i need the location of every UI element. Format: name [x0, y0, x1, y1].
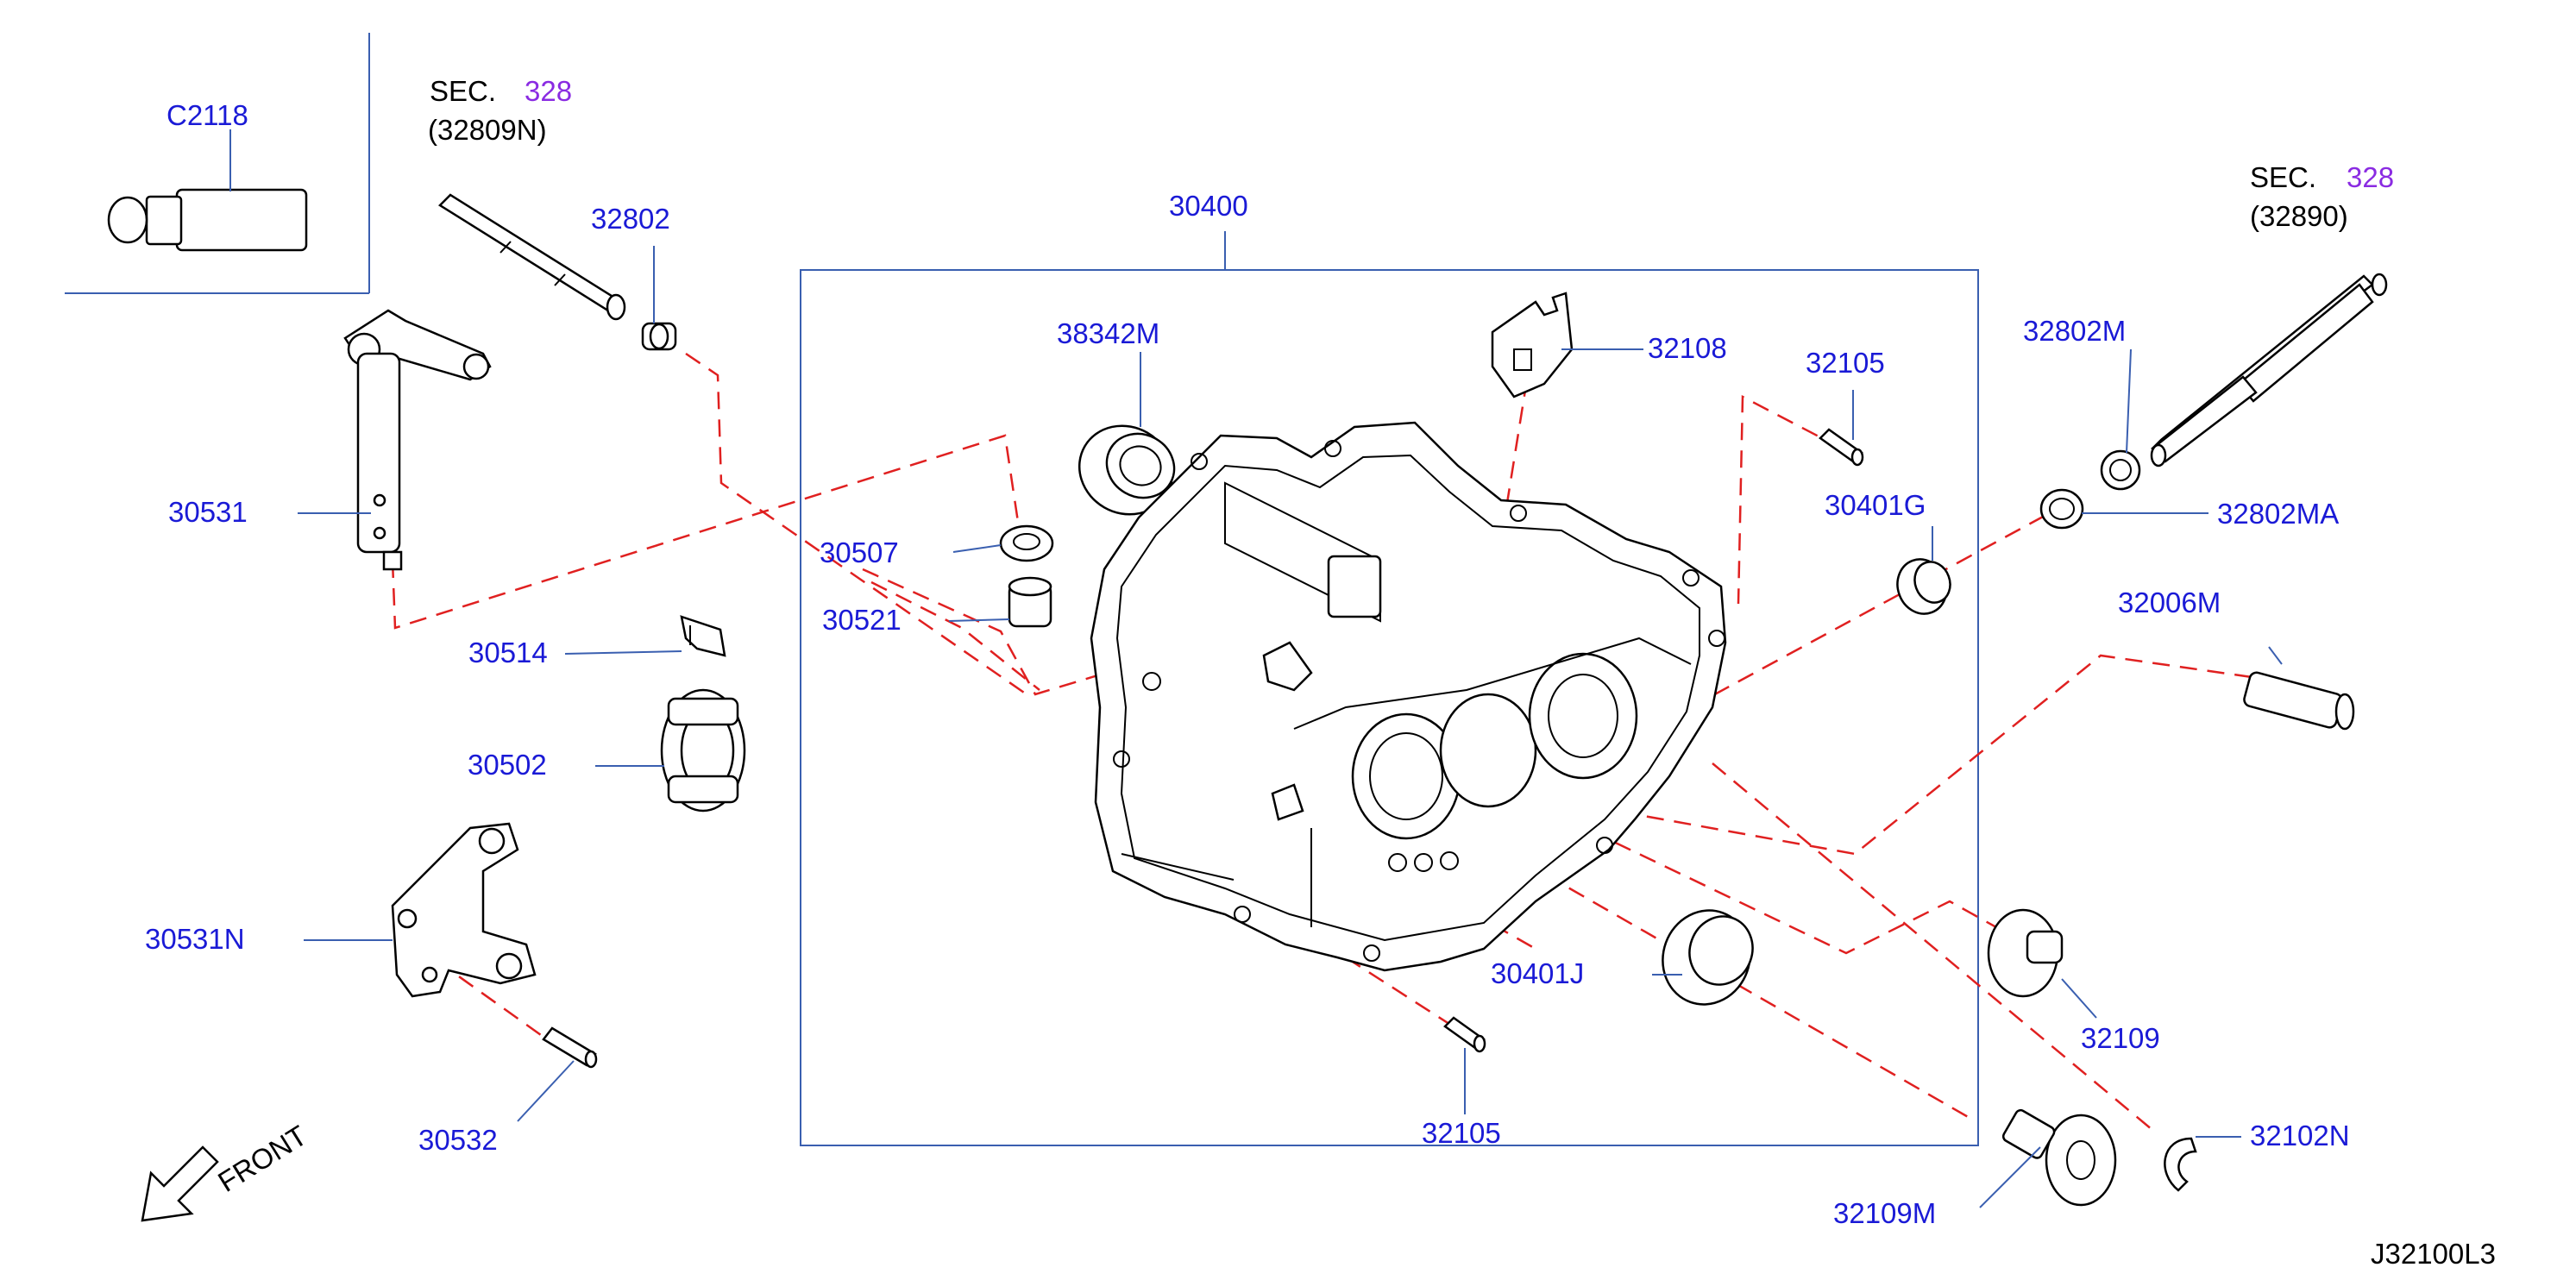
label-32105-bottom[interactable]: 32105	[1422, 1117, 1501, 1149]
sec-number-2[interactable]: 328	[2347, 161, 2394, 193]
oil-seal-icon	[999, 524, 1054, 562]
sec-ref-32809n: SEC. 328 (32809N)	[428, 75, 572, 146]
diagram-reference: J32100L3	[2371, 1238, 2496, 1270]
main-shaft-icon	[2150, 273, 2388, 467]
label-30401j[interactable]: 30401J	[1491, 957, 1584, 989]
label-30507[interactable]: 30507	[820, 536, 899, 568]
label-32802ma[interactable]: 32802MA	[2217, 498, 2339, 530]
sec-number-1[interactable]: 328	[525, 75, 572, 107]
label-30401g[interactable]: 30401G	[1825, 489, 1926, 521]
front-arrow-icon	[141, 1145, 219, 1222]
snap-ring-icon	[2164, 1137, 2197, 1192]
label-30531[interactable]: 30531	[168, 496, 248, 528]
label-32105-top[interactable]: 32105	[1806, 347, 1885, 379]
label-30521[interactable]: 30521	[822, 604, 902, 636]
release-lever-icon	[343, 309, 492, 571]
label-32802m[interactable]: 32802M	[2023, 315, 2126, 347]
oil-seal-small-icon	[1896, 558, 1951, 615]
label-32109m[interactable]: 32109M	[1833, 1197, 1936, 1229]
label-38342m[interactable]: 38342M	[1057, 317, 1159, 349]
label-c2118[interactable]: C2118	[166, 99, 248, 131]
label-30531n[interactable]: 30531N	[145, 923, 245, 955]
bracket-icon	[1491, 292, 1574, 398]
oil-seal-large-icon	[1662, 909, 1754, 1006]
label-30400[interactable]: 30400	[1169, 190, 1248, 222]
sec-prefix-2: SEC.	[2250, 161, 2316, 193]
shift-rod-icon	[438, 193, 626, 321]
collar-icon	[1008, 576, 1052, 628]
sealant-tube-icon	[107, 188, 308, 252]
label-32109[interactable]: 32109	[2081, 1022, 2160, 1054]
label-32102n[interactable]: 32102N	[2250, 1120, 2350, 1151]
retainer-m-icon	[2001, 1108, 2117, 1207]
bushing-m-icon	[2100, 449, 2141, 491]
sec-sub-2: (32890)	[2250, 200, 2348, 232]
retainer-icon	[1987, 908, 2064, 998]
sec-prefix-1: SEC.	[430, 75, 496, 107]
label-30514[interactable]: 30514	[468, 637, 548, 668]
front-label: FRONT	[212, 1119, 312, 1198]
transmission-case-icon	[1090, 421, 1727, 972]
sec-sub-1: (32809N)	[428, 114, 547, 146]
dowel-pin-icon	[1819, 428, 1864, 467]
housing-box	[800, 231, 1979, 1146]
bushing-ma-icon	[2039, 488, 2084, 530]
withdrawal-fork-icon	[391, 822, 537, 998]
pin-icon	[542, 1026, 598, 1069]
release-bearing-icon	[660, 688, 746, 813]
sec-ref-32890: SEC. 328 (32890)	[2250, 161, 2394, 232]
clip-icon	[680, 615, 726, 657]
leader-lines	[229, 129, 2283, 1208]
switch-plug-icon	[2243, 671, 2355, 731]
label-32802[interactable]: 32802	[591, 203, 670, 235]
label-32006m[interactable]: 32006M	[2118, 587, 2221, 618]
bushing-icon	[641, 322, 677, 351]
label-30502[interactable]: 30502	[468, 749, 547, 781]
side-oil-seal-icon	[1078, 424, 1176, 516]
label-32108[interactable]: 32108	[1648, 332, 1727, 364]
dowel-pin-bottom-icon	[1443, 1016, 1486, 1053]
label-30532[interactable]: 30532	[418, 1124, 498, 1156]
inset-frame	[65, 33, 370, 294]
